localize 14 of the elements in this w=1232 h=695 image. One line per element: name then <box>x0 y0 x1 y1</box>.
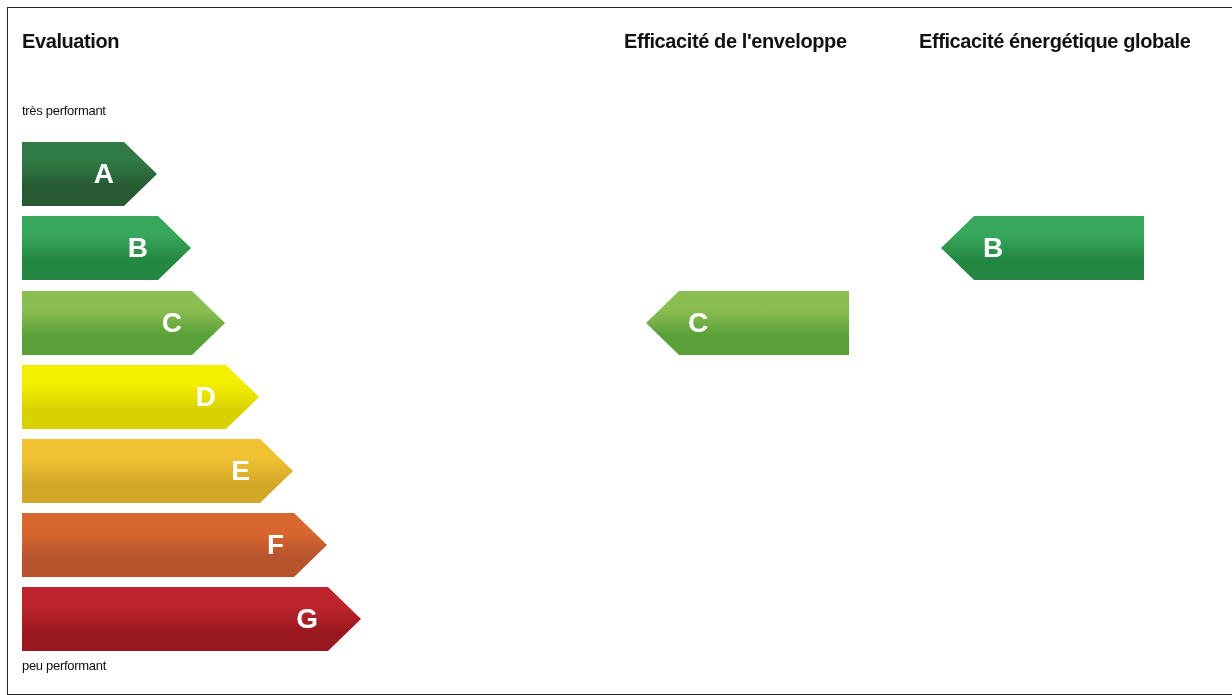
rating-letter: E <box>231 457 250 485</box>
column-heading: Efficacité de l'enveloppe <box>624 30 847 53</box>
rating-letter: C <box>688 309 709 337</box>
scale-note: très performant <box>22 103 106 118</box>
column-heading: Efficacité énergétique globale <box>919 30 1191 53</box>
rating-letter: G <box>296 605 318 633</box>
rating-letter: D <box>195 383 216 411</box>
rating-letter: F <box>266 531 284 559</box>
rating-letter: A <box>93 160 114 188</box>
rating-letter: B <box>127 234 148 262</box>
rating-letter: B <box>983 234 1004 262</box>
scale-note: peu performant <box>22 658 106 673</box>
rating-letter: C <box>161 309 182 337</box>
section-heading: Evaluation <box>22 30 120 53</box>
